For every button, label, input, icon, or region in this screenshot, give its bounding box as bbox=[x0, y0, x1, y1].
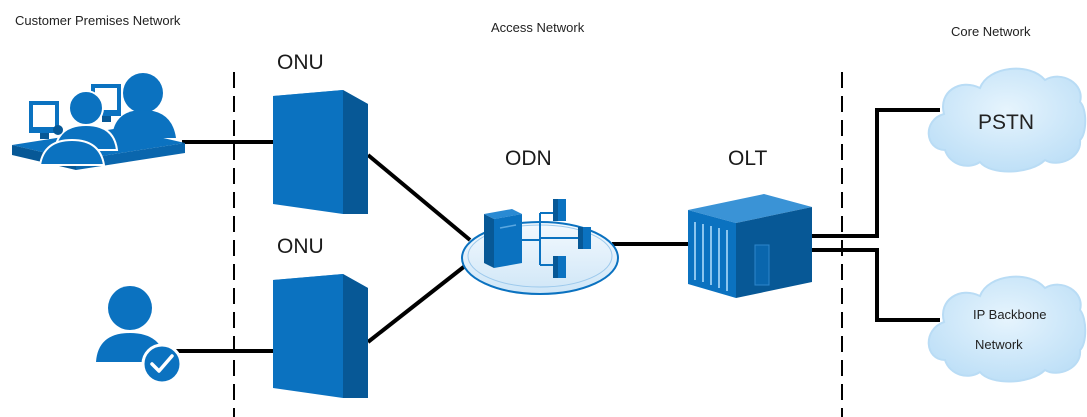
odn-label: ODN bbox=[505, 147, 552, 170]
link-onu-top-odn bbox=[366, 153, 472, 242]
connections bbox=[176, 108, 940, 353]
olt-label: OLT bbox=[728, 147, 768, 170]
onu-bottom-device-icon bbox=[273, 274, 368, 398]
link-onu-bottom-odn bbox=[366, 260, 472, 344]
link-olt-pstn bbox=[812, 108, 940, 238]
zone-label-access: Access Network bbox=[491, 20, 585, 35]
olt-chassis-icon bbox=[688, 194, 812, 298]
onu-top-device-icon bbox=[273, 90, 368, 214]
odn-splitter-icon bbox=[461, 199, 619, 295]
ip-backbone-label-line1: IP Backbone bbox=[973, 307, 1047, 322]
onu-bottom-label: ONU bbox=[277, 235, 324, 258]
computers-group-icon bbox=[12, 73, 185, 170]
pstn-label: PSTN bbox=[978, 111, 1035, 134]
verified-user-icon bbox=[96, 286, 183, 385]
link-olt-ip bbox=[812, 248, 940, 322]
zone-label-customer: Customer Premises Network bbox=[15, 13, 181, 28]
ip-backbone-cloud-icon bbox=[927, 275, 1087, 383]
zone-label-core: Core Network bbox=[951, 24, 1031, 39]
onu-top-label: ONU bbox=[277, 51, 324, 74]
pstn-cloud-icon bbox=[927, 67, 1087, 173]
ip-backbone-label-line2: Network bbox=[975, 337, 1023, 352]
